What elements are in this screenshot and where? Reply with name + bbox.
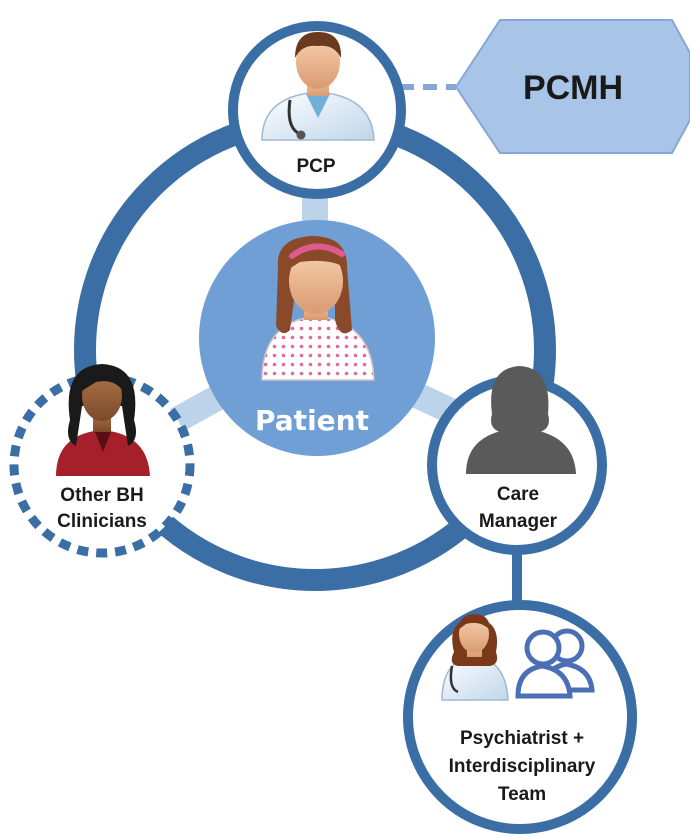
patient-node: Patient: [199, 220, 435, 456]
other-bh-line-1: Other BH: [60, 485, 143, 506]
psychiatrist-line-3: Team: [498, 784, 546, 805]
care-manager-line-1: Care: [497, 484, 539, 505]
care-manager-node: Care Manager: [427, 366, 607, 555]
pcp-node: PCP: [228, 21, 406, 199]
doctor-icon: [261, 32, 375, 141]
person-silhouette-icon: [466, 366, 576, 474]
team-outline-icon: [515, 628, 595, 699]
pcmh-badge: PCMH: [454, 19, 690, 154]
psychiatrist-line-1: Psychiatrist +: [460, 728, 584, 749]
patient-icon: [261, 236, 375, 381]
pcp-label: PCP: [296, 156, 335, 177]
care-manager-line-2: Manager: [479, 511, 558, 532]
woman-clinician-icon: [56, 364, 150, 476]
pcmh-label: PCMH: [523, 69, 623, 107]
patient-label: Patient: [255, 404, 369, 437]
psychiatrist-team-icon: [441, 614, 595, 701]
other-bh-node: Other BH Clinicians: [9, 364, 195, 558]
other-bh-line-2: Clinicians: [57, 511, 147, 532]
psychiatrist-line-2: Interdisciplinary: [449, 756, 596, 777]
psychiatrist-team-node: Psychiatrist + Interdisciplinary Team: [403, 600, 637, 834]
